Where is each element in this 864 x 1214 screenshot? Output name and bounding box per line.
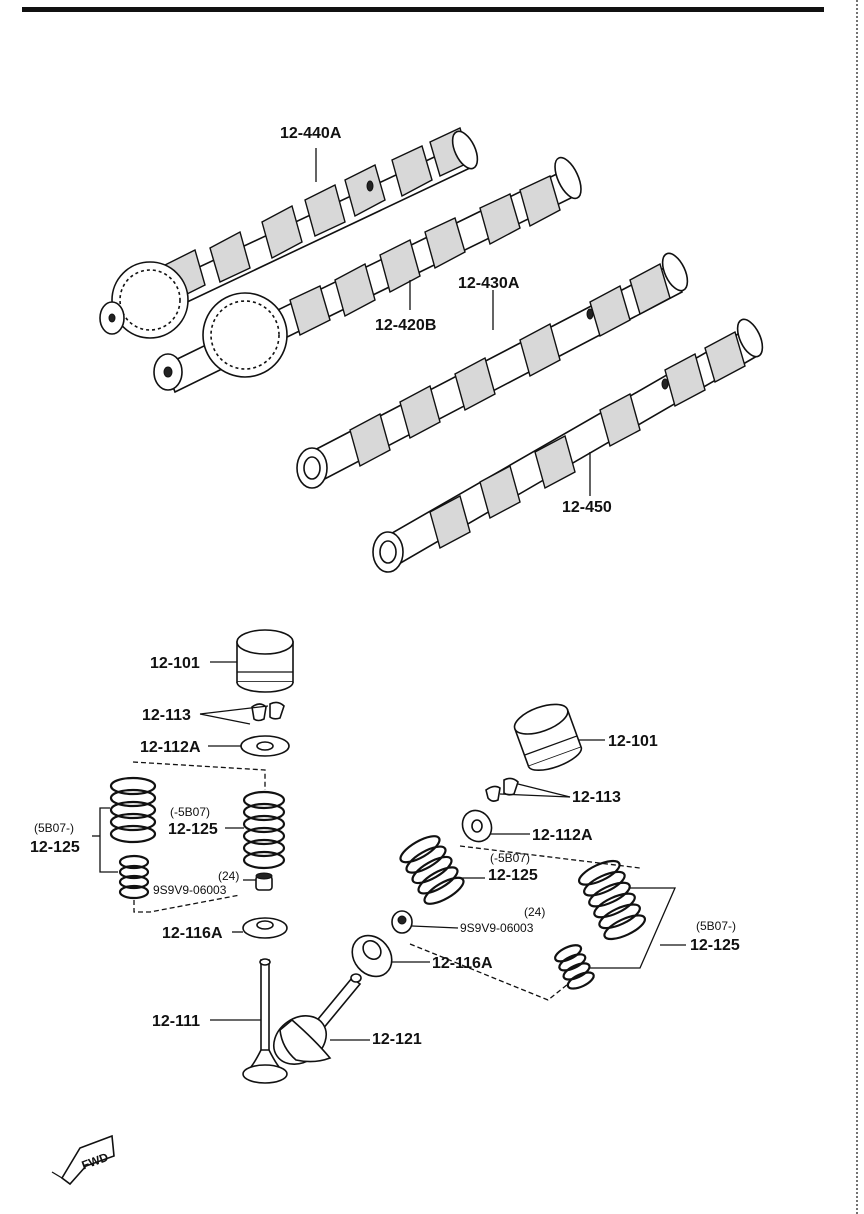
right-label-outer-spring: 12-125 [690, 937, 740, 954]
right-label-upper-seat: 12-112A [532, 827, 593, 844]
right-label-tappet: 12-101 [608, 733, 658, 750]
left-small-spring [118, 854, 150, 900]
right-valve-assembly: 12-101 12-113 12-112A (-5B07) 12-125 [273, 703, 740, 1065]
left-valve-seal [255, 872, 273, 891]
left-lower-seat [242, 917, 288, 939]
right-label-seal: 9S9V9-06003 [460, 921, 534, 935]
camshaft-12-420B [153, 156, 582, 394]
right-label-lower-seat: 12-116A [432, 955, 493, 972]
left-label-upper-seat: 12-112A [140, 739, 201, 756]
right-small-spring [554, 944, 595, 990]
left-outer-spring [109, 776, 157, 844]
left-valve-assembly: 12-101 12-113 12-112A [30, 629, 294, 1084]
left-keepers [251, 701, 285, 722]
right-valve [273, 973, 362, 1065]
label-12-430A: 12-430A [458, 275, 520, 292]
left-label-seal: 9S9V9-06003 [153, 883, 227, 897]
right-lower-seat [351, 934, 393, 978]
left-bracket-5B07 [99, 807, 118, 873]
label-12-440A: 12-440A [280, 125, 342, 142]
camshaft-12-430A [296, 252, 689, 489]
fwd-arrow-icon: FWD [51, 1134, 115, 1186]
left-upper-seat [240, 735, 290, 757]
right-label-keepers: 12-113 [572, 789, 621, 806]
left-note-inner-spring: (-5B07) [170, 805, 210, 819]
right-upper-seat [461, 809, 493, 843]
left-note-outer-spring: (5B07-) [34, 821, 74, 835]
right-note-outer-spring: (5B07-) [696, 919, 736, 933]
right-valve-seal [391, 910, 413, 934]
left-label-tappet: 12-101 [150, 655, 200, 672]
right-inner-spring [399, 835, 465, 905]
left-label-valve: 12-111 [152, 1013, 200, 1030]
top-border [22, 7, 824, 12]
right-label-inner-spring: 12-125 [488, 867, 538, 884]
right-bracket-5B07 [590, 887, 676, 969]
left-label-keepers: 12-113 [142, 707, 191, 724]
right-note-seal: (24) [524, 905, 545, 919]
camshaft-12-450 [372, 318, 764, 573]
left-label-outer-spring: 12-125 [30, 839, 80, 856]
right-note-inner-spring: (-5B07) [490, 851, 530, 865]
left-label-inner-spring: 12-125 [168, 821, 218, 838]
left-label-lower-seat: 12-116A [162, 925, 223, 942]
left-tappet [236, 629, 294, 693]
label-12-450: 12-450 [562, 499, 612, 516]
left-note-seal: (24) [218, 869, 239, 883]
left-inner-spring [242, 790, 286, 870]
left-valve [242, 958, 288, 1084]
label-12-420B: 12-420B [375, 317, 436, 334]
right-outer-spring [577, 859, 647, 941]
right-tappet [513, 703, 583, 772]
right-label-valve: 12-121 [372, 1031, 422, 1048]
right-keepers [485, 777, 519, 802]
camshaft-12-440A [99, 127, 479, 339]
